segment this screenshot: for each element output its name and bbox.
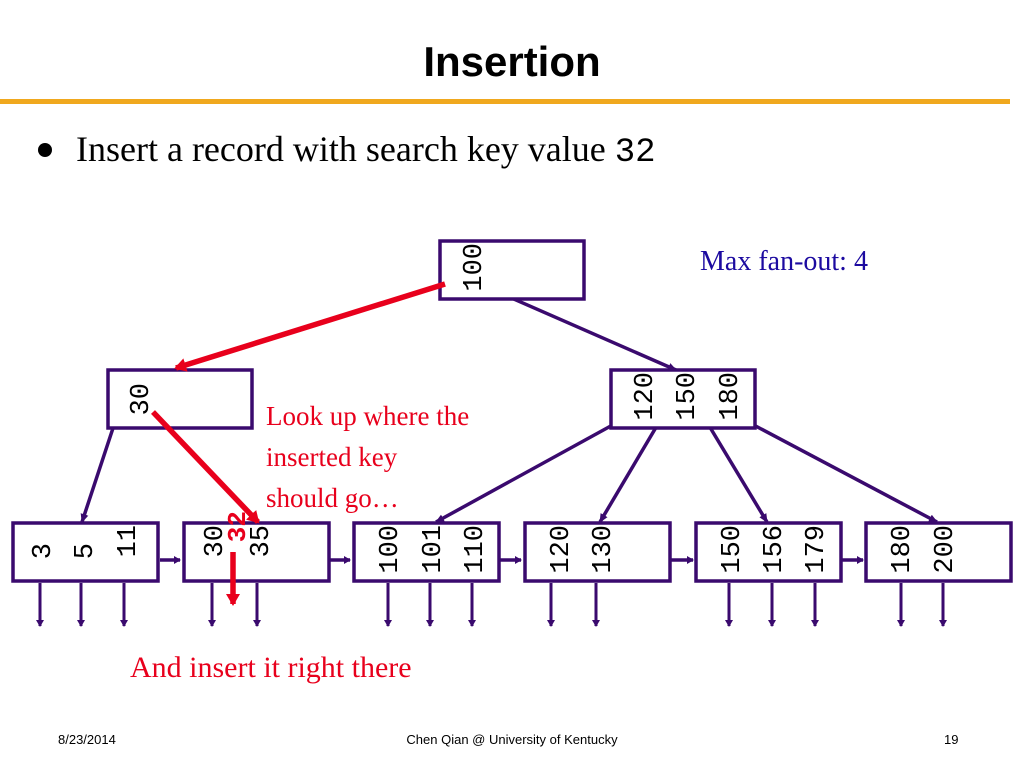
edge-right-to-leaf3 bbox=[435, 420, 619, 524]
insert-note: And insert it right there bbox=[130, 651, 412, 684]
internal-left-key: 30 bbox=[127, 383, 157, 415]
edge-right-to-leaf4 bbox=[598, 423, 660, 523]
fanout-note: Max fan-out: 4 bbox=[700, 246, 868, 277]
bullet-dot-icon bbox=[38, 143, 52, 157]
internal-right-key: 120 bbox=[631, 372, 661, 421]
leaf-key: 30 bbox=[201, 525, 231, 557]
internal-node-right bbox=[609, 368, 757, 430]
leaf-key: 11 bbox=[114, 525, 144, 557]
footer-page-number: 19 bbox=[944, 732, 959, 747]
edge-right-to-leaf6 bbox=[747, 420, 938, 524]
internal-right-key: 180 bbox=[716, 372, 746, 421]
leaf-key: 35 bbox=[247, 525, 277, 557]
lookup-note-line: inserted key bbox=[266, 442, 398, 472]
leaf-node bbox=[352, 521, 501, 583]
leaf-key: 110 bbox=[461, 525, 491, 574]
leaf-key: 130 bbox=[589, 525, 619, 574]
lookup-note: Look up where the inserted key should go… bbox=[266, 396, 469, 519]
slide-title: Insertion bbox=[423, 38, 601, 85]
footer-date: 8/23/2014 bbox=[58, 732, 116, 747]
leaf-key: 180 bbox=[888, 525, 918, 574]
internal-node-left bbox=[106, 368, 254, 430]
leaf-node bbox=[523, 521, 672, 583]
leaf-key: 179 bbox=[802, 525, 832, 574]
root-key: 100 bbox=[460, 243, 490, 292]
bullet-text: Insert a record with search key value bbox=[76, 129, 615, 169]
leaf-key: 101 bbox=[419, 525, 449, 574]
leaf-key: 200 bbox=[931, 525, 961, 574]
leaf-key: 150 bbox=[718, 525, 748, 574]
leaf-key: 5 bbox=[71, 543, 101, 559]
leaf-node bbox=[864, 521, 1013, 583]
leaf-key: 120 bbox=[547, 525, 577, 574]
record-pointers bbox=[36, 583, 947, 627]
lookup-note-line: Look up where the bbox=[266, 401, 470, 431]
footer-author: Chen Qian @ University of Kentucky bbox=[406, 732, 618, 747]
leaf-node bbox=[694, 521, 843, 583]
leaf-node bbox=[11, 521, 160, 583]
bullet-item: Insert a record with search key value 32 bbox=[76, 128, 656, 172]
lookup-note-line: should go… bbox=[266, 483, 399, 513]
edge-right-to-leaf5 bbox=[706, 423, 769, 523]
leaf-key: 156 bbox=[760, 525, 790, 574]
leaf-key: 3 bbox=[29, 543, 59, 559]
bullet-key: 32 bbox=[614, 134, 656, 172]
search-path-arrow bbox=[174, 281, 446, 372]
leaf-key: 100 bbox=[376, 525, 406, 574]
root-node bbox=[438, 239, 586, 301]
edge-left-to-leaf1 bbox=[80, 415, 119, 523]
internal-right-key: 150 bbox=[673, 372, 703, 421]
search-path-arrow bbox=[151, 410, 260, 524]
title-rule bbox=[0, 99, 1010, 104]
